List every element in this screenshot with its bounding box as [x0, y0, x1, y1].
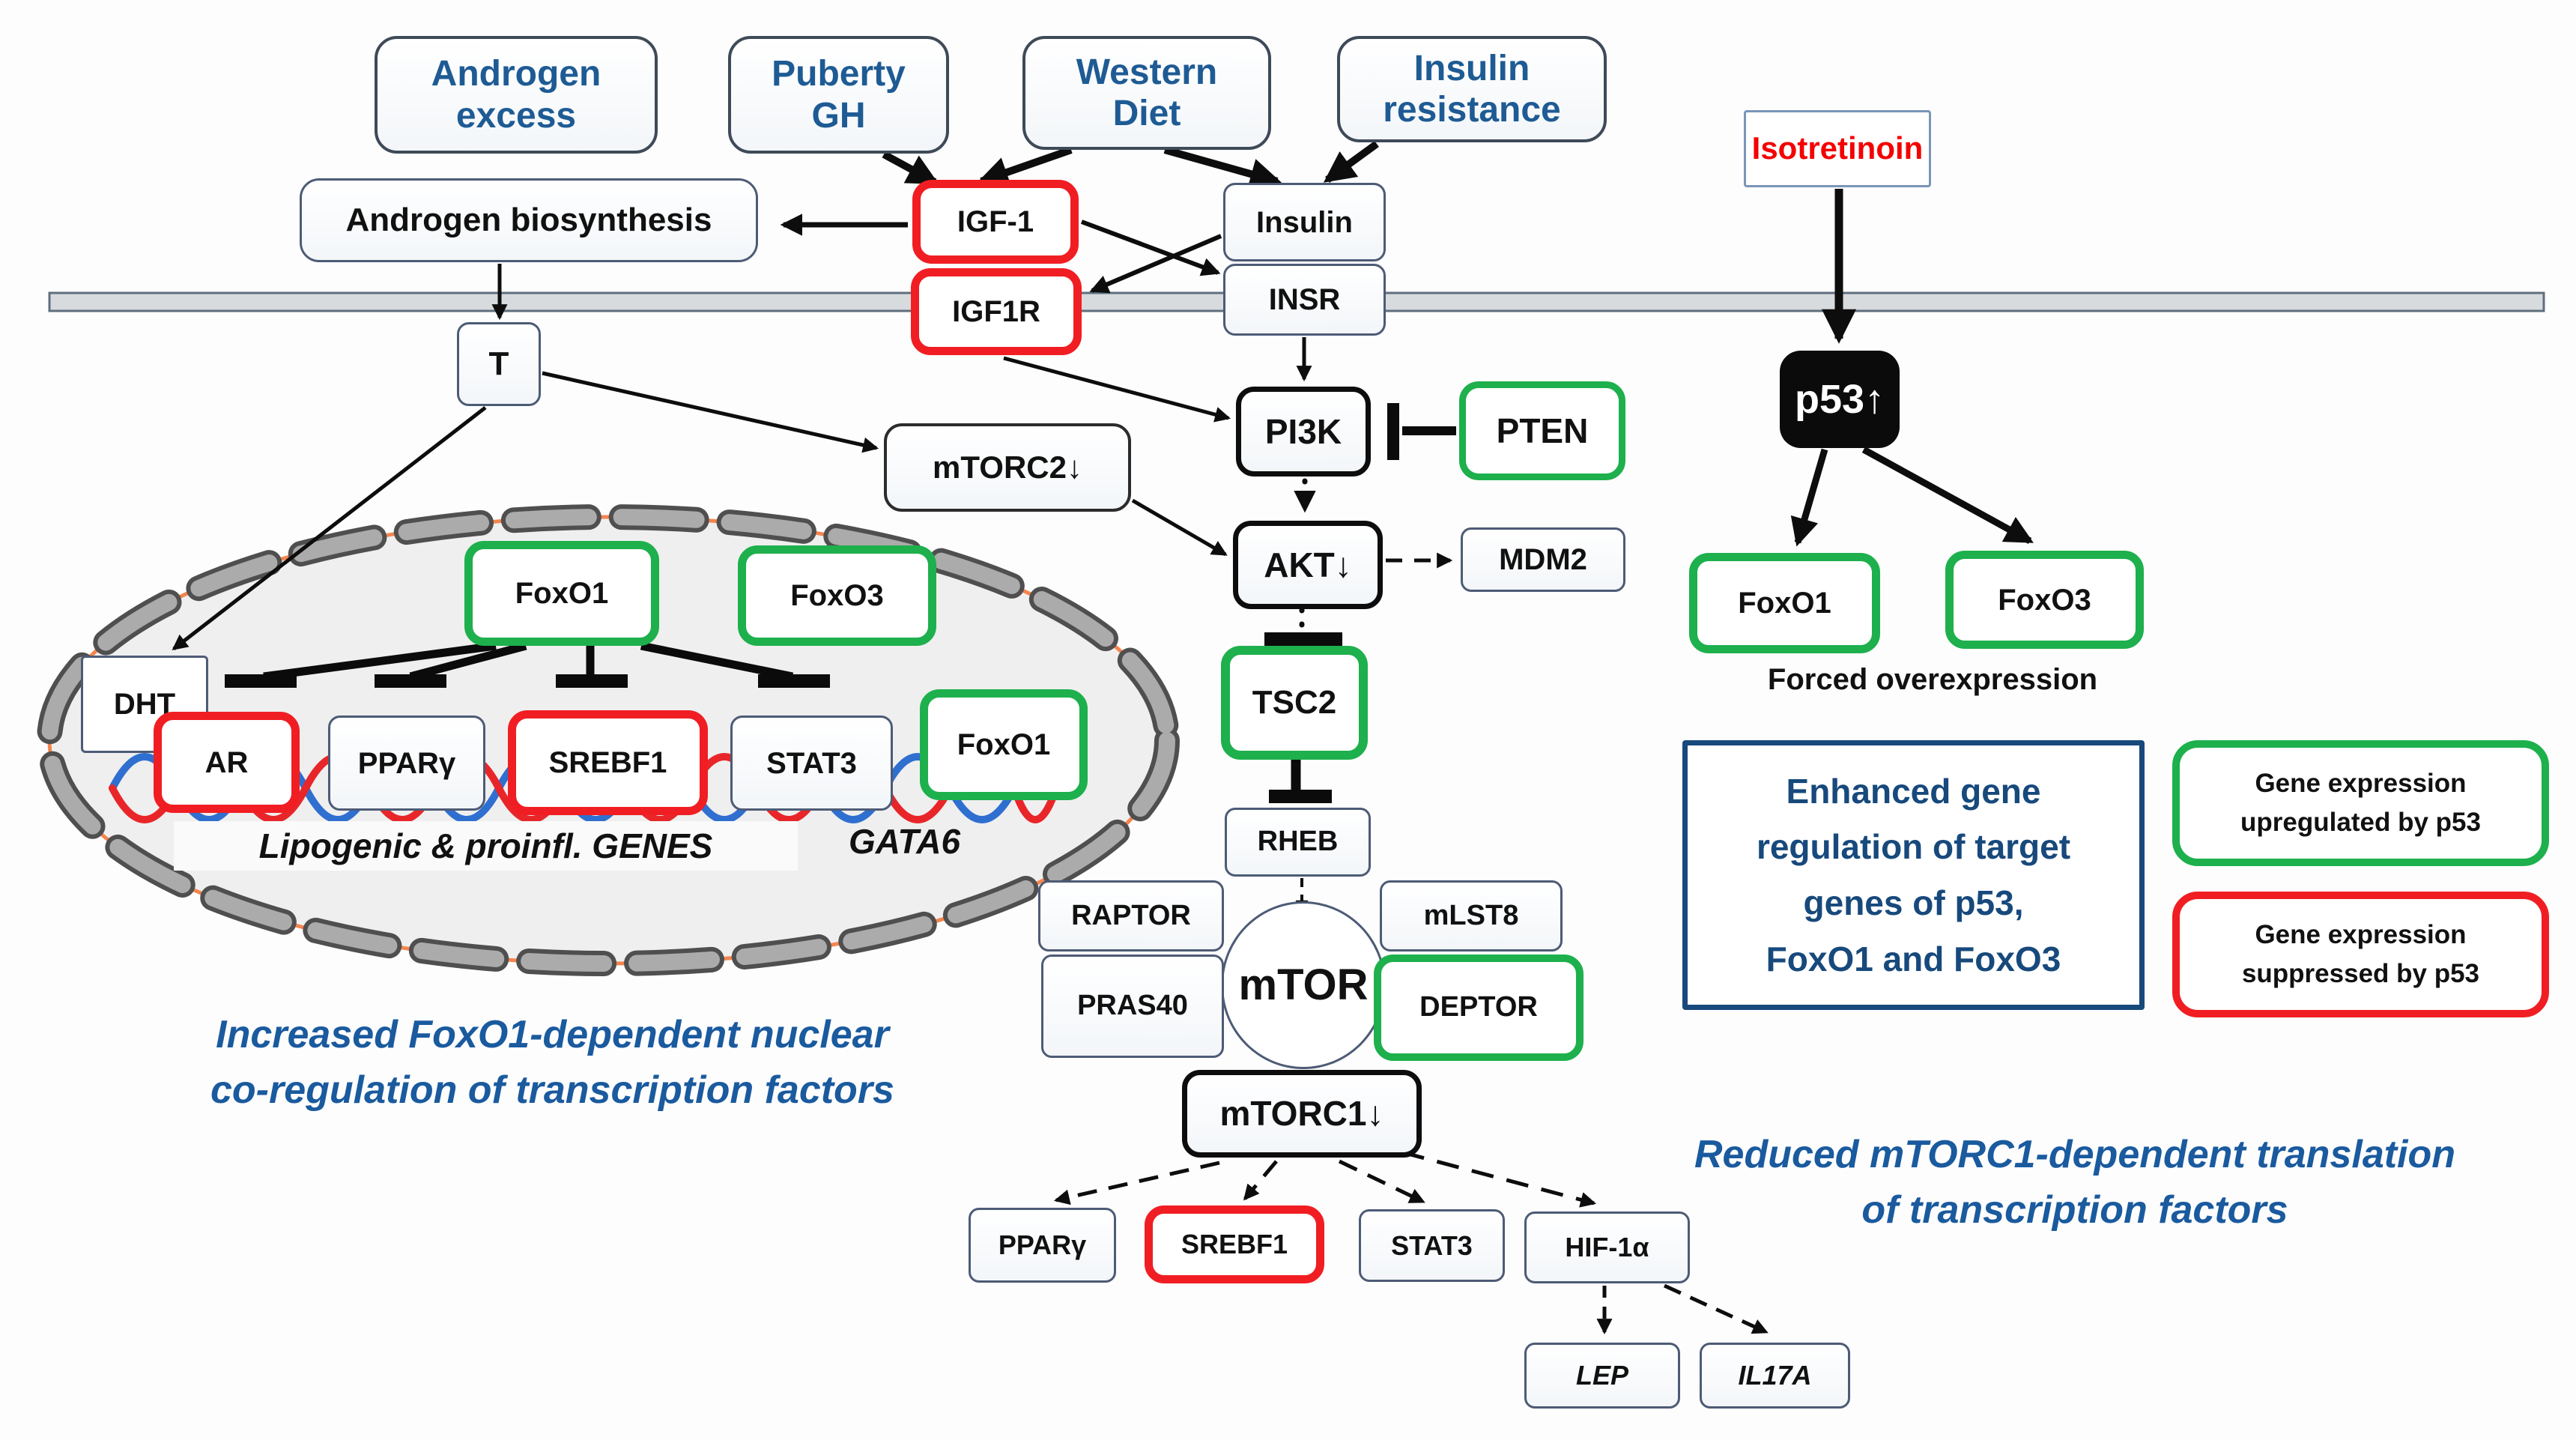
node-insulin: Insulin — [1223, 183, 1386, 261]
node-foxo1-right: FoxO1 — [1689, 553, 1880, 653]
node-isotretinoin: Isotretinoin — [1744, 110, 1931, 187]
enhanced-gene-regulation-box: Enhanced gene regulation of target genes… — [1682, 740, 2145, 1010]
node-igf1: IGF-1 — [912, 180, 1079, 264]
node-ar: AR — [154, 712, 300, 813]
legend-suppressed: Gene expression suppressed by p53 — [2172, 892, 2549, 1017]
node-srebf1-bottom: SREBF1 — [1145, 1205, 1324, 1283]
node-pi3k: PI3K — [1236, 387, 1371, 477]
node-deptor: DEPTOR — [1374, 955, 1584, 1061]
node-foxo1-nucleus-right: FoxO1 — [920, 689, 1088, 800]
node-srebf1-nucleus: SREBF1 — [508, 710, 708, 815]
node-lep: LEP — [1524, 1343, 1680, 1409]
legend-upregulated: Gene expression upregulated by p53 — [2172, 740, 2549, 866]
node-mtorc1: mTORC1↓ — [1182, 1070, 1422, 1158]
node-foxo3-nucleus: FoxO3 — [738, 545, 936, 646]
forced-overexpression-label: Forced overexpression — [1767, 663, 2098, 696]
node-igf1r: IGF1R — [911, 268, 1082, 355]
node-western-diet: Western Diet — [1022, 36, 1271, 150]
node-pten: PTEN — [1459, 381, 1625, 480]
node-mdm2: MDM2 — [1461, 527, 1625, 592]
node-androgen-biosynthesis: Androgen biosynthesis — [300, 178, 758, 262]
node-stat3-bottom: STAT3 — [1359, 1209, 1505, 1282]
node-insr: INSR — [1223, 264, 1386, 336]
node-rheb: RHEB — [1225, 808, 1371, 877]
node-ppary-bottom: PPARγ — [969, 1208, 1116, 1283]
node-tsc2: TSC2 — [1221, 646, 1368, 760]
node-ppary-nucleus: PPARγ — [328, 716, 485, 811]
node-raptor: RAPTOR — [1038, 880, 1224, 952]
node-hif1a: HIF-1α — [1524, 1211, 1690, 1283]
node-insulin-resistance: Insulin resistance — [1337, 36, 1607, 142]
dashed-arrows — [1053, 478, 1769, 1335]
node-mtorc2: mTORC2↓ — [884, 423, 1131, 512]
node-androgen-excess: Androgen excess — [375, 36, 658, 154]
node-mtor: mTOR — [1221, 901, 1386, 1069]
node-akt: AKT↓ — [1233, 521, 1383, 609]
gata6-label: GATA6 — [848, 822, 961, 861]
solid-arrows — [172, 140, 2034, 650]
node-il17a: IL17A — [1700, 1343, 1850, 1409]
node-testosterone: T — [457, 322, 541, 406]
node-puberty-gh: Puberty GH — [728, 36, 949, 154]
node-foxo3-right: FoxO3 — [1945, 551, 2144, 649]
node-mlst8: mLST8 — [1380, 880, 1563, 952]
node-foxo1-nucleus: FoxO1 — [464, 541, 659, 646]
inhibition-bars — [225, 403, 1456, 803]
caption-increased-foxo1: Increased FoxO1-dependent nuclear co-reg… — [210, 1013, 894, 1112]
node-stat3-nucleus: STAT3 — [730, 716, 893, 811]
caption-reduced-mtorc1: Reduced mTORC1-dependent translation of … — [1694, 1133, 2456, 1232]
node-pras40: PRAS40 — [1041, 955, 1224, 1058]
lipogenic-genes-label: Lipogenic & proinfl. GENES — [174, 821, 798, 871]
node-p53: p53↑ — [1780, 351, 1900, 448]
